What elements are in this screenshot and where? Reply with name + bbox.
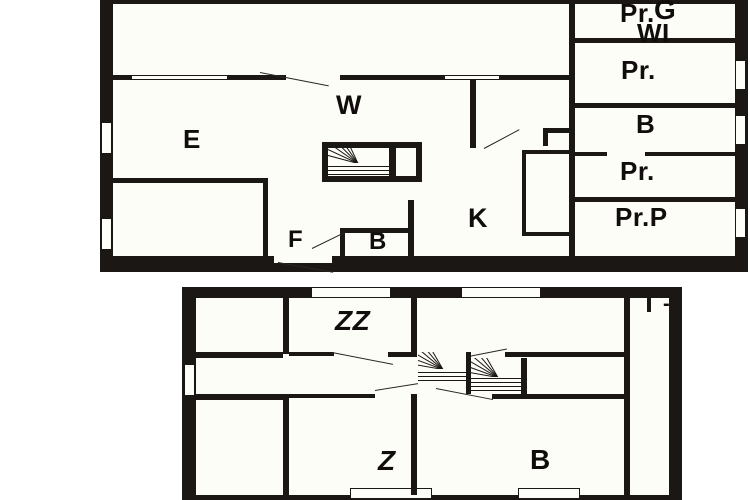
wall-k-closet [543, 128, 573, 133]
wall-lower-h-1b [289, 352, 334, 356]
wall-stair-upper-mid [389, 142, 396, 182]
room-label-k: K [468, 203, 488, 233]
room-label-b-right: B [636, 109, 656, 139]
wall-stair-upper-left [322, 142, 328, 182]
wall-lower-h-1d [505, 352, 630, 357]
window-upper-inner-1 [131, 75, 228, 80]
door-gap-upper-bottom-1 [274, 256, 332, 263]
wall-k-right [522, 150, 526, 236]
wall-right-h-2 [575, 103, 735, 108]
window-upper-left-1 [101, 122, 112, 154]
wall-lower-h-1 [196, 352, 283, 358]
wall-upper-h-top [113, 75, 131, 80]
wall-lower-v-1b [283, 394, 289, 495]
wall-stair-lower-mid [466, 352, 471, 394]
wall-lower-h-2b [289, 394, 375, 398]
room-label-f: F [288, 226, 304, 253]
room-label-z: Z [378, 445, 396, 476]
window-lower-bottom-2 [518, 488, 580, 499]
wall-right-h-3 [575, 152, 607, 156]
wall-right-h-4 [575, 197, 735, 202]
wall-lower-h-2 [196, 394, 283, 400]
wall-stair-upper-bot [322, 176, 422, 182]
wall-k-top [522, 150, 570, 154]
wall-lower-v-5 [647, 298, 651, 312]
room-label-pr-p: Pr.P [615, 202, 668, 232]
wall-upper-h-top-b [228, 75, 286, 80]
window-lower-top-1 [311, 287, 391, 298]
wall-e-room-bottom [113, 178, 268, 183]
wall-k-closet-v [543, 128, 548, 146]
room-label-w: W [336, 90, 362, 120]
room-label-pr-mid: Pr. [620, 156, 655, 186]
wall-upper-h-top-d [500, 75, 574, 80]
upper-floor-plan: E W K F B Pr. G WI Pr. B Pr. Pr.P [100, 0, 748, 273]
room-label-zz: ZZ [335, 305, 371, 336]
room-label-b-mid: B [369, 228, 387, 255]
room-label-b-lower: B [530, 444, 551, 475]
wall-fb-top [340, 228, 412, 233]
wall-stair-upper-right [416, 142, 422, 182]
window-upper-left-2 [101, 218, 112, 250]
wall-lower-h-2c [492, 394, 630, 399]
wall-right-block-vert [569, 4, 575, 262]
window-upper-right-1 [735, 60, 746, 90]
room-label-g: G [654, 0, 677, 25]
wall-lower-v-2 [411, 298, 417, 354]
upper-floor-area [113, 4, 735, 262]
window-lower-bottom-1 [350, 488, 432, 499]
window-upper-inner-2 [444, 75, 500, 80]
room-label-wi: WI [637, 18, 670, 48]
staircase-lower-right [471, 358, 525, 394]
room-label-pr-upper: Pr. [621, 55, 656, 85]
wall-fb-right [408, 200, 414, 262]
lower-floor-plan: ZZ Z B - [0, 282, 750, 500]
wall-upper-bottom [113, 256, 735, 262]
room-label-t: - [663, 293, 671, 315]
room-label-pr-top: Pr. [620, 0, 655, 28]
wall-lower-h-1c [388, 352, 417, 357]
window-lower-left [184, 364, 195, 396]
wall-k-bottom [522, 232, 570, 236]
wall-stair-upper-top [322, 142, 422, 148]
wall-upper-h-top-c [340, 75, 444, 80]
room-label-e: E [183, 124, 201, 154]
wall-stair-lower-right [521, 358, 527, 394]
window-upper-right-3 [735, 208, 746, 238]
wall-center-vert-1 [470, 80, 476, 148]
window-lower-top-2 [461, 287, 541, 298]
wall-fb-vert [340, 228, 345, 262]
wall-lower-v-1 [283, 298, 289, 354]
wall-right-h-1 [575, 38, 735, 43]
staircase-upper [327, 146, 389, 178]
window-upper-right-2 [735, 115, 746, 145]
wall-right-h-3b [645, 152, 735, 156]
wall-e-room-right [263, 178, 268, 262]
staircase-lower-left [418, 352, 468, 384]
wall-lower-v-3 [411, 394, 417, 495]
